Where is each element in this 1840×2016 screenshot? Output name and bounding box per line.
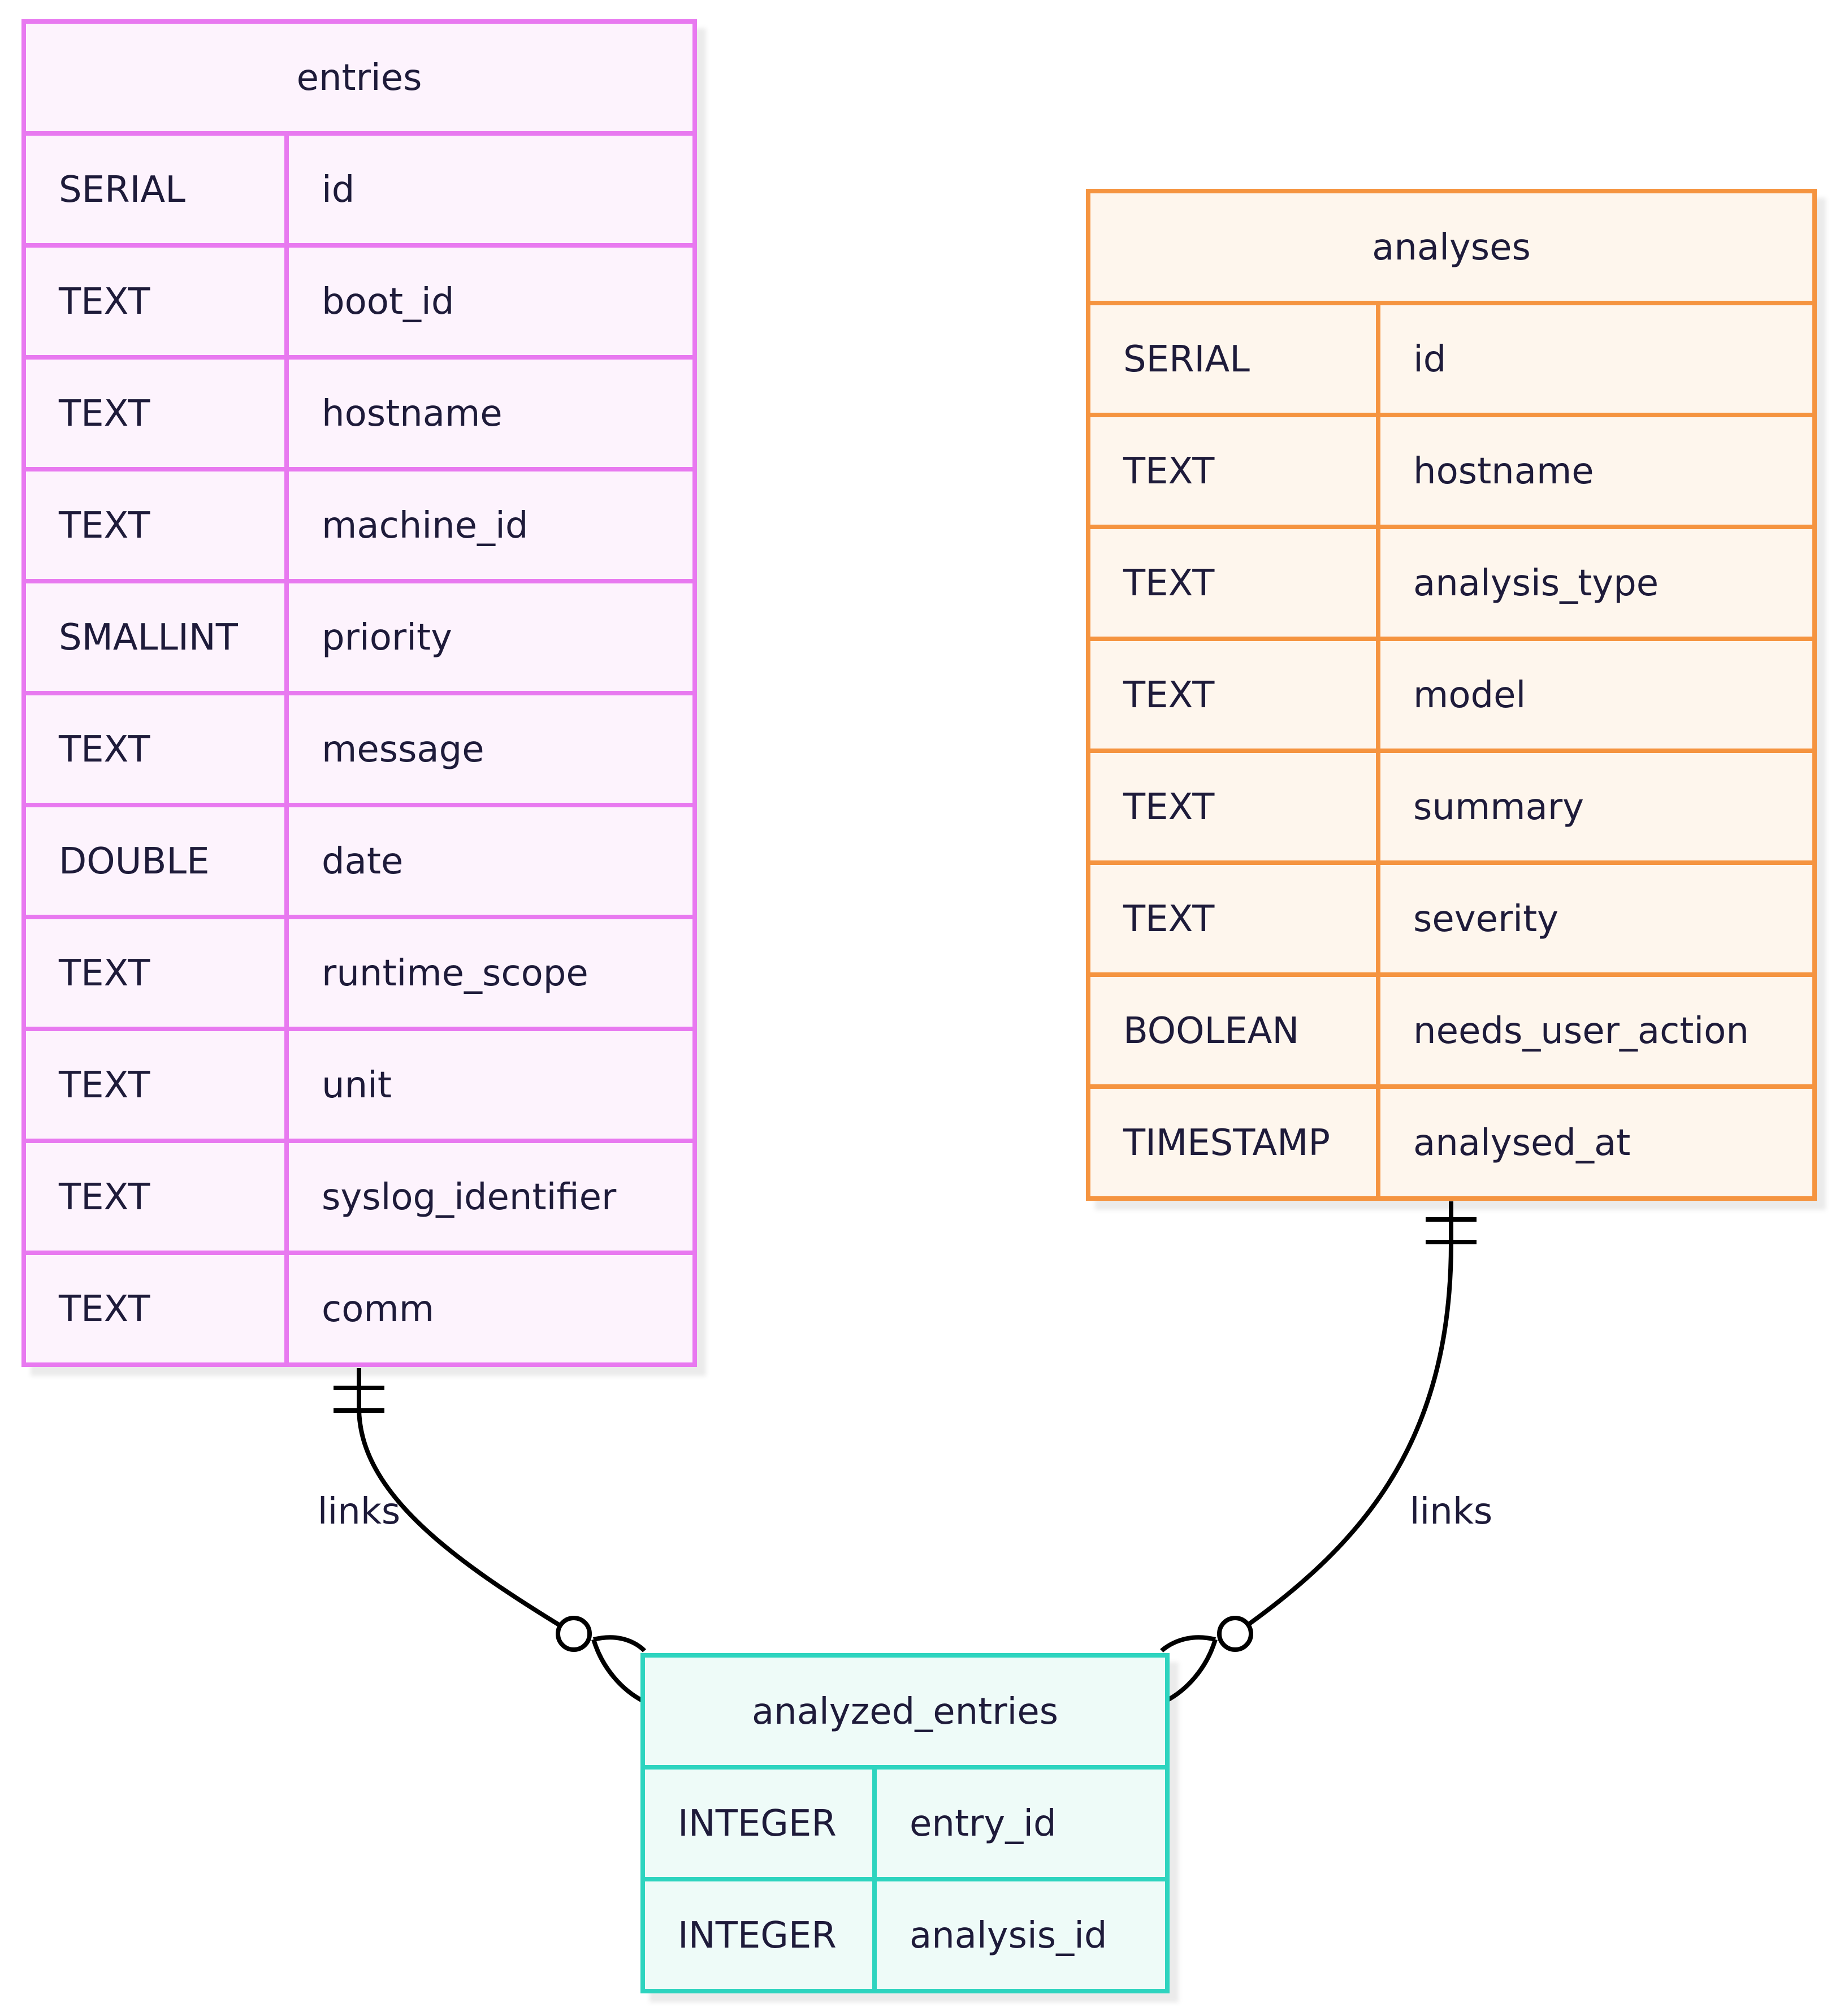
attribute-name: analysis_type bbox=[1413, 563, 1659, 604]
attribute-name: message bbox=[322, 729, 484, 771]
attribute-type: TEXT bbox=[1123, 898, 1215, 940]
many-marker bbox=[1163, 1638, 1218, 1704]
attribute-name: analysis_id bbox=[910, 1915, 1107, 1957]
attribute-type: BOOLEAN bbox=[1123, 1010, 1299, 1052]
attribute-type: SMALLINT bbox=[59, 617, 239, 659]
attribute-name: severity bbox=[1413, 898, 1558, 940]
attribute-type: TEXT bbox=[58, 1288, 150, 1330]
attribute-type: TEXT bbox=[1123, 563, 1215, 604]
attribute-type: TEXT bbox=[1123, 674, 1215, 716]
relationship-line bbox=[357, 1368, 575, 1636]
attribute-name: priority bbox=[322, 617, 452, 659]
many-marker bbox=[591, 1638, 646, 1704]
attribute-name: runtime_scope bbox=[322, 953, 588, 994]
many-marker bbox=[1160, 1635, 1216, 1652]
attribute-name: id bbox=[1413, 339, 1446, 380]
entity-box bbox=[1086, 189, 1817, 1201]
attribute-name: summary bbox=[1413, 786, 1584, 828]
attribute-type: INTEGER bbox=[678, 1915, 837, 1957]
attribute-type: TEXT bbox=[58, 393, 150, 435]
attribute-name: needs_user_action bbox=[1413, 1010, 1749, 1052]
attribute-type: TEXT bbox=[1123, 786, 1215, 828]
entity-box bbox=[640, 1653, 1170, 1993]
attribute-name: hostname bbox=[1413, 451, 1594, 492]
attribute-name: boot_id bbox=[322, 281, 454, 323]
entity-title: analyzed_entries bbox=[752, 1691, 1058, 1733]
attribute-type: SERIAL bbox=[1123, 339, 1250, 380]
entity-title: entries bbox=[297, 57, 422, 99]
attribute-name: id bbox=[322, 169, 354, 211]
attribute-type: INTEGER bbox=[678, 1803, 837, 1845]
many-marker bbox=[593, 1635, 647, 1652]
attribute-type: DOUBLE bbox=[59, 841, 210, 882]
attribute-name: hostname bbox=[322, 393, 503, 435]
attribute-type: SERIAL bbox=[59, 169, 185, 211]
relationship-line bbox=[1233, 1201, 1453, 1636]
attribute-name: machine_id bbox=[322, 505, 528, 547]
attribute-type: TEXT bbox=[58, 953, 150, 994]
attribute-name: unit bbox=[322, 1065, 392, 1106]
zero-marker bbox=[556, 1616, 592, 1652]
relationship-analyses-analyzed-entries: links bbox=[1160, 1201, 1493, 1704]
attribute-name: entry_id bbox=[910, 1803, 1057, 1845]
attribute-type: TEXT bbox=[58, 1065, 150, 1106]
attribute-type: TEXT bbox=[1123, 451, 1215, 492]
attribute-name: analysed_at bbox=[1413, 1122, 1630, 1164]
attribute-name: comm bbox=[322, 1288, 434, 1330]
relationship-entries-analyzed-entries: links bbox=[318, 1368, 647, 1704]
relationship-label: links bbox=[318, 1491, 401, 1533]
attribute-name: syslog_identifier bbox=[322, 1176, 617, 1218]
attribute-name: date bbox=[322, 841, 403, 882]
attribute-type: TEXT bbox=[58, 1176, 150, 1218]
entity-title: analyses bbox=[1372, 227, 1531, 269]
zero-marker bbox=[1217, 1616, 1253, 1652]
attribute-type: TEXT bbox=[58, 729, 150, 771]
attribute-type: TEXT bbox=[58, 505, 150, 547]
attribute-name: model bbox=[1413, 674, 1526, 716]
attribute-type: TEXT bbox=[58, 281, 150, 323]
attribute-type: TIMESTAMP bbox=[1123, 1122, 1330, 1164]
relationship-label: links bbox=[1410, 1491, 1493, 1533]
